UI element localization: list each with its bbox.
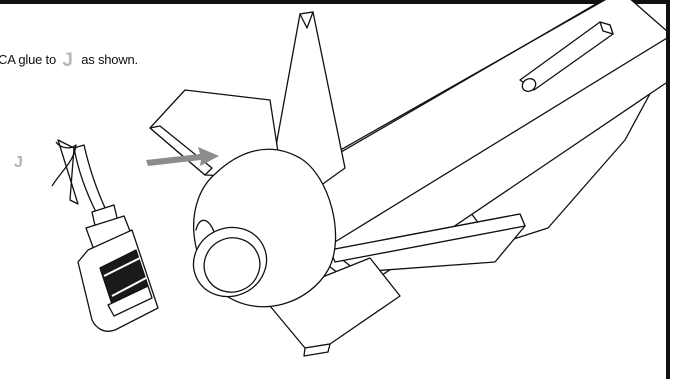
part-j-inline-label: J — [62, 50, 72, 72]
instruction-suffix: as shown. — [81, 52, 138, 67]
part-j-label: J — [14, 154, 23, 172]
instruction-prefix: CA glue to — [0, 52, 56, 67]
glue-bottle-icon — [52, 140, 158, 331]
frame-border-right — [666, 0, 670, 379]
instruction-text: CA glue to J as shown. — [0, 50, 138, 72]
